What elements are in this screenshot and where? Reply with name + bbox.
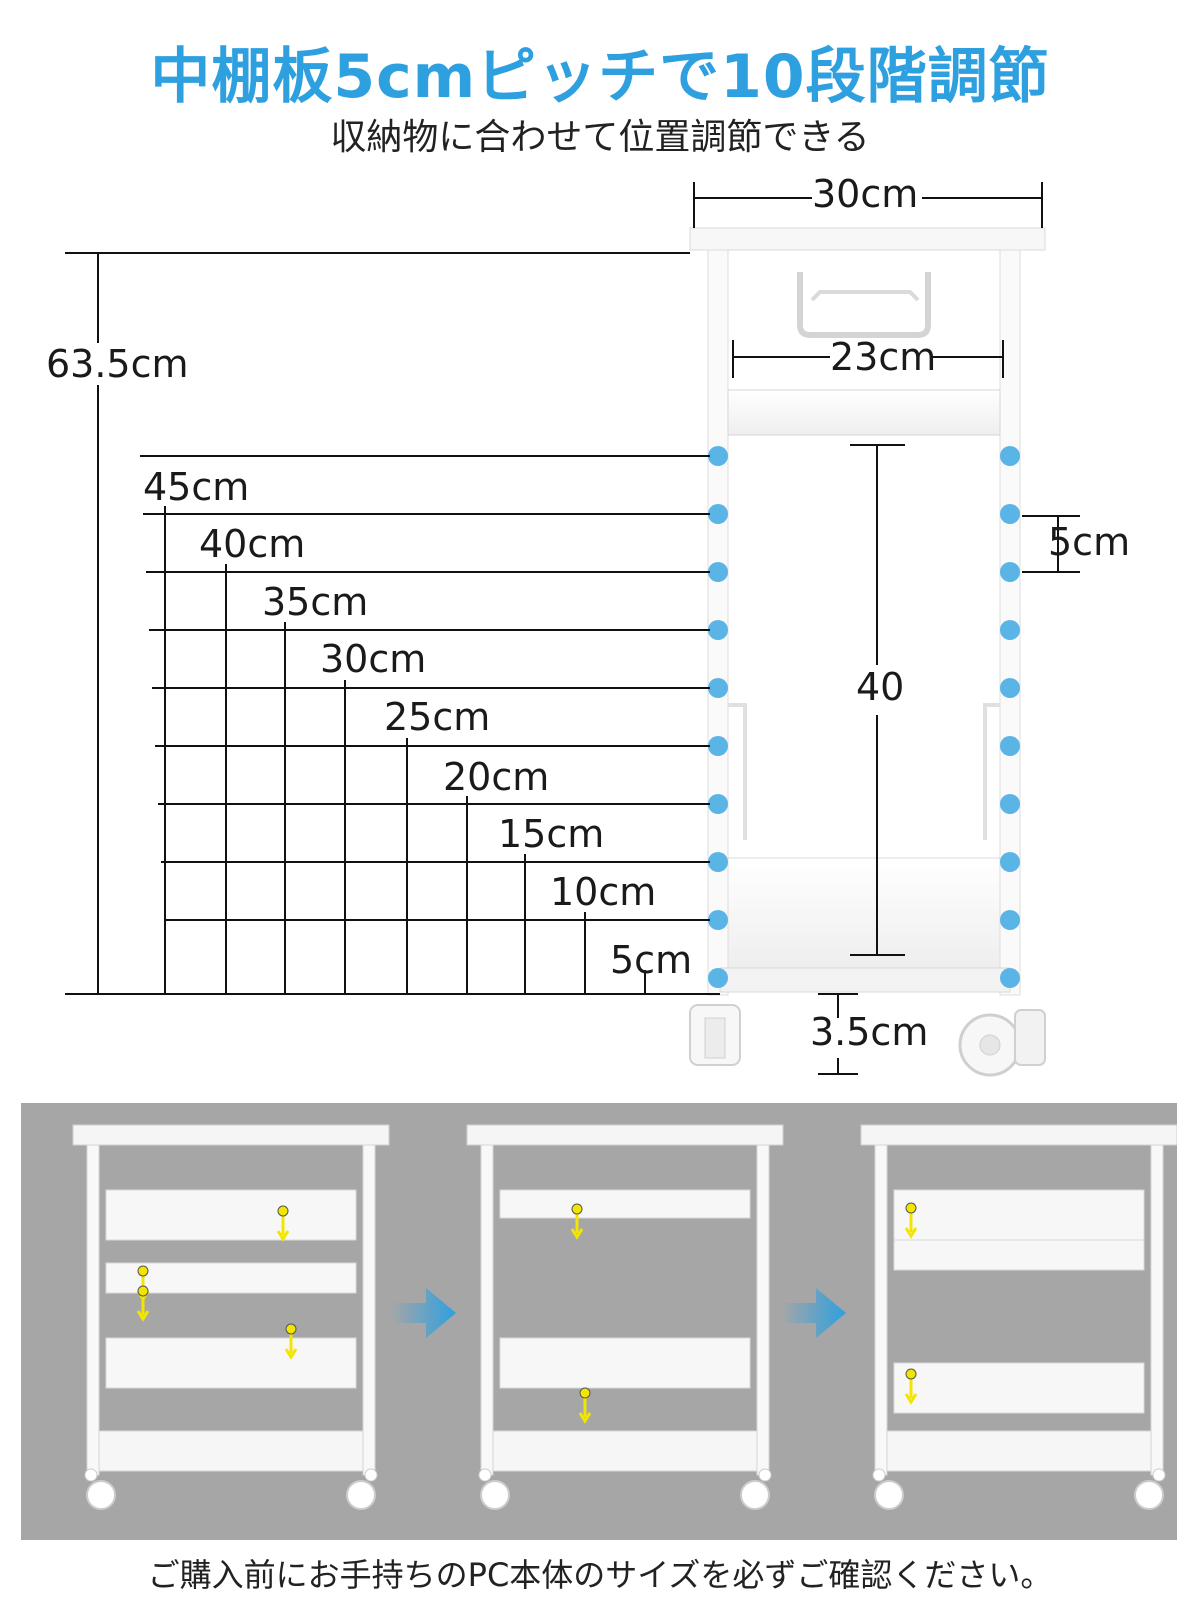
adjustment-steps-panel (21, 1103, 1178, 1540)
adjustment-steps-illustration (72, 1124, 1178, 1510)
cart-upper-shelf (727, 389, 1001, 436)
adjust-arrow-icon (136, 1285, 150, 1322)
label-shelf-20: 20cm (443, 755, 550, 799)
label-shelf-40: 40cm (199, 522, 306, 566)
peg-hole (708, 504, 728, 524)
dim-pitch (1022, 515, 1080, 573)
adjust-arrow-icon (904, 1368, 918, 1405)
peg-holes-right (1000, 446, 1020, 988)
dim-top-width (693, 182, 1043, 228)
footer-note: ご購入前にお手持ちのPC本体のサイズを必ずご確認ください。 (147, 1556, 1053, 1594)
label-shelf-15: 15cm (498, 812, 605, 856)
shelf-level-lines (140, 455, 710, 994)
label-shelf-10: 10cm (550, 870, 657, 914)
peg-hole (1000, 852, 1020, 872)
next-arrow-icon (391, 1288, 456, 1338)
dim-bottom-gap (818, 993, 858, 1075)
adjust-arrow-icon (276, 1205, 290, 1242)
dim-total-height (65, 252, 720, 995)
label-shelf-45: 45cm (143, 465, 250, 509)
label-pitch: 5cm (1048, 520, 1131, 564)
peg-hole (708, 968, 728, 988)
label-top-width: 30cm (812, 172, 919, 216)
label-shelf-30: 30cm (320, 637, 427, 681)
dimension-diagram (65, 182, 1080, 1077)
peg-hole (708, 562, 728, 582)
peg-hole (1000, 736, 1020, 756)
peg-hole (1000, 678, 1020, 698)
peg-hole (708, 446, 728, 466)
peg-hole (708, 620, 728, 640)
page-subtitle: 収納物に合わせて位置調節できる (330, 117, 870, 158)
adjust-arrow-icon (578, 1387, 592, 1424)
cart-top-board (689, 227, 1046, 251)
next-arrow-icon (781, 1288, 846, 1338)
label-shelf-25: 25cm (384, 695, 491, 739)
caster-right-icon (958, 1009, 1046, 1077)
label-shelf-5: 5cm (610, 938, 693, 982)
peg-hole (1000, 446, 1020, 466)
dim-interior-height (850, 444, 905, 956)
adjust-arrow-icon (570, 1203, 584, 1240)
label-total-height: 63.5cm (46, 342, 189, 386)
label-interior-height: 40 (856, 665, 905, 709)
peg-hole (708, 736, 728, 756)
peg-hole (1000, 562, 1020, 582)
label-shelf-35: 35cm (262, 580, 369, 624)
adjust-arrow-icon (904, 1202, 918, 1239)
peg-hole (708, 678, 728, 698)
cart-step-3 (860, 1124, 1178, 1510)
page-title: 中棚板5cmピッチで10段階調節 (150, 42, 1050, 112)
peg-hole (708, 794, 728, 814)
cart-step-1 (72, 1124, 390, 1510)
peg-hole (1000, 794, 1020, 814)
peg-hole (708, 910, 728, 930)
peg-holes-left (708, 446, 728, 988)
cart-step-2 (466, 1124, 784, 1510)
caster-left-icon (689, 1004, 741, 1066)
peg-hole (1000, 910, 1020, 930)
cart-lower-shelf (727, 857, 1001, 969)
peg-hole (708, 852, 728, 872)
peg-hole (1000, 968, 1020, 988)
peg-hole (1000, 620, 1020, 640)
dim-inner-width (732, 340, 1004, 378)
label-bottom-gap: 3.5cm (810, 1010, 929, 1054)
peg-hole (1000, 504, 1020, 524)
adjust-arrow-icon (284, 1323, 298, 1360)
label-inner-width: 23cm (830, 335, 937, 379)
cart-handle (797, 272, 931, 338)
